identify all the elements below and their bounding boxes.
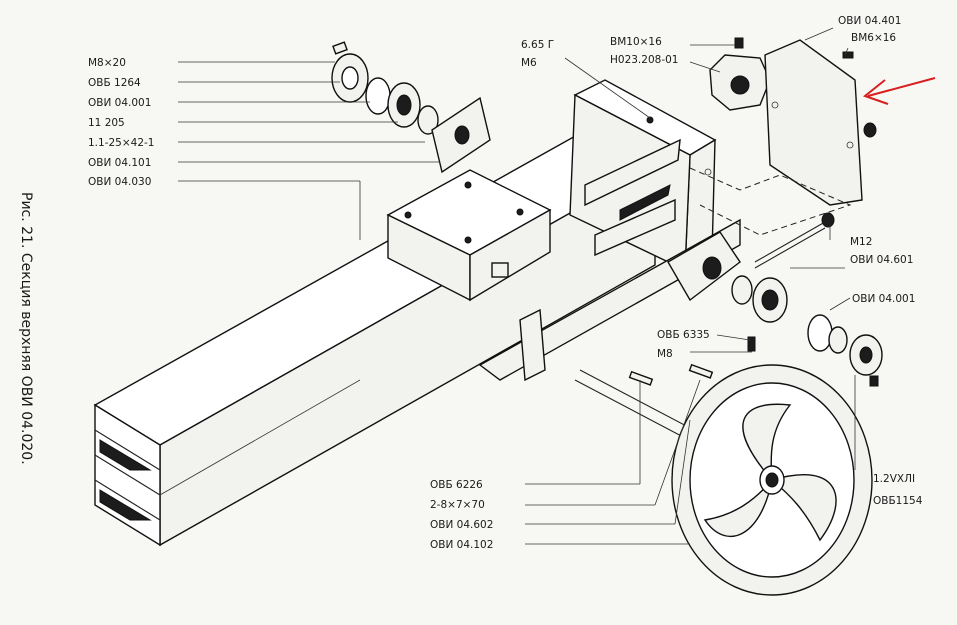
label-key-2-8x7x70: 2-8×7×70 [430, 499, 485, 511]
label-ovi-04-030: ОВИ 04.030 [88, 176, 151, 188]
label-ovb-6226: ОВБ 6226 [430, 479, 483, 491]
label-ovi-04-602: ОВИ 04.602 [430, 519, 493, 531]
label-11205: 11 205 [88, 117, 125, 129]
label-ovi-04-101: ОВИ 04.101 [88, 157, 151, 169]
label-bm6x16: ВМ6×16 [851, 32, 896, 44]
mounting-block [386, 169, 552, 302]
label-1-2vxli: 1.2VХЛI [873, 473, 915, 485]
label-ovb-6335: ОВБ 6335 [657, 329, 710, 341]
label-n023-208-01: Н023.208-01 [610, 54, 678, 66]
label-bm10x16: ВМ10×16 [610, 36, 662, 48]
cover-plate-ovi-04-401 [764, 39, 877, 206]
label-ovb-1154: ОВБ1154 [873, 495, 923, 507]
right-bearing-assembly [667, 212, 883, 387]
pulley-ovi-04-102 [671, 364, 873, 596]
label-ovi-04-001-top: ОВИ 04.001 [88, 97, 151, 109]
left-bearing-assembly [331, 41, 491, 174]
sprocket [709, 37, 771, 111]
leader-lines [178, 27, 856, 545]
figure-caption: Рис. 21. Секция верхняя ОВИ 04.020. [18, 192, 34, 465]
label-ovb-1264: ОВБ 1264 [88, 77, 141, 89]
label-m8x20: М8×20 [88, 57, 126, 69]
label-6-65-g: 6.65 Г [521, 39, 554, 51]
label-ovi-04-001-right: ОВИ 04.001 [852, 293, 915, 305]
label-seal: 1.1-25×42-1 [88, 137, 154, 149]
label-ovi-04-102: ОВИ 04.102 [430, 539, 493, 551]
label-m12: М12 [850, 236, 872, 248]
label-ovi-04-401: ОВИ 04.401 [838, 15, 901, 27]
label-m6: М6 [521, 57, 537, 69]
red-pointer-arrow [862, 77, 936, 105]
label-ovi-04-601: ОВИ 04.601 [850, 254, 913, 266]
label-m8: М8 [657, 348, 673, 360]
part-labels: М8×20 ОВБ 1264 ОВИ 04.001 11 205 1.1-25×… [88, 15, 923, 551]
